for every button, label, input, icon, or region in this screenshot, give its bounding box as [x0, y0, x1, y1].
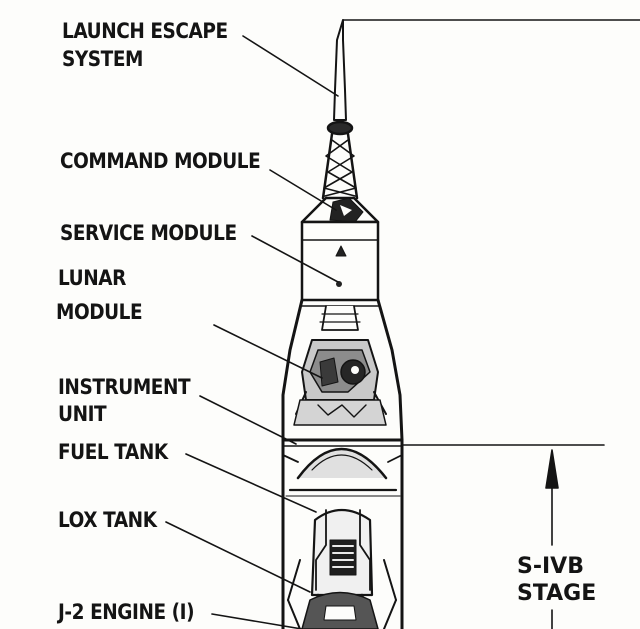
label-lunar-module-line1: LUNAR — [58, 266, 126, 290]
stage-arrowhead — [545, 449, 559, 489]
label-lunar-module-line2: MODULE — [56, 300, 143, 324]
label-fuel-tank: FUEL TANK — [58, 440, 168, 464]
leader-j2-engine — [211, 613, 303, 629]
label-lox-tank: LOX TANK — [58, 508, 157, 532]
spacecraft-lm-adapter — [281, 298, 404, 629]
dimension-lines — [342, 19, 640, 629]
leader-command-module — [269, 169, 337, 211]
label-instrument-unit-line2: UNIT — [58, 402, 107, 426]
fuel-tank — [285, 447, 401, 497]
label-j2-engine: J-2 ENGINE (I) — [58, 600, 195, 624]
leader-service-module — [251, 235, 339, 283]
label-instrument-unit-line1: INSTRUMENT — [58, 375, 191, 399]
launch-escape-tower — [321, 19, 359, 200]
command-module — [300, 196, 380, 224]
leader-fuel-tank — [185, 453, 317, 513]
leader-lines — [165, 35, 339, 629]
leader-lox-tank — [165, 521, 311, 593]
label-launch-escape-line1: LAUNCH ESCAPE — [62, 19, 228, 43]
leader-launch-escape — [242, 35, 339, 97]
lunar-module — [293, 339, 387, 426]
label-launch-escape-line2: SYSTEM — [62, 47, 143, 71]
label-service-module: SERVICE MODULE — [60, 221, 237, 245]
instrument-unit — [281, 438, 404, 463]
lox-tank — [287, 508, 397, 601]
leader-instrument-unit — [199, 395, 297, 445]
label-stage-name: S-IVB — [517, 554, 584, 579]
label-command-module: COMMAND MODULE — [60, 149, 261, 173]
leader-lunar-module — [213, 324, 323, 379]
j2-engine — [287, 591, 397, 629]
service-module-body — [300, 220, 380, 302]
label-stage-word: STAGE — [517, 581, 597, 606]
